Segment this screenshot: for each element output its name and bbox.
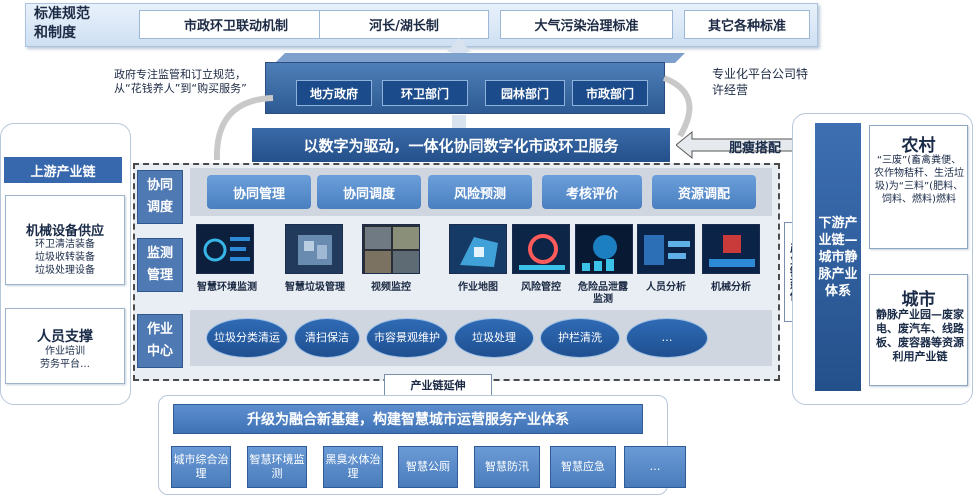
standard-item-3[interactable]: 大气污染治理标准 xyxy=(500,10,673,39)
btn-emergency[interactable]: 智慧应急 xyxy=(550,446,616,488)
personnel-items: 作业培训 劳务平台… xyxy=(5,345,125,371)
op-treatment[interactable]: 垃圾处理 xyxy=(454,318,534,358)
gov-left-note: 政府专注监管和订立规范，从“花钱养人”到“购买服务” xyxy=(114,68,247,95)
arrow-up-icon xyxy=(447,38,471,52)
row-label-monitoring: 监测 管理 xyxy=(137,238,183,292)
rural-text: “三废”(畜禽粪便、农作物秸秆、生活垃圾)为“三料”(肥料、饲料、燃料)燃料 xyxy=(874,155,964,205)
btn-coop-dispatch[interactable]: 协同调度 xyxy=(317,175,421,209)
btn-city-governance[interactable]: 城市综合治理 xyxy=(171,446,231,488)
arrow-up-shaft-2 xyxy=(452,115,466,128)
btn-coop-manage[interactable]: 协同管理 xyxy=(207,175,311,209)
op-sorting[interactable]: 垃圾分类清运 xyxy=(206,318,288,358)
thumb-label: 机械分析 xyxy=(711,282,751,293)
chain-bottom-label: 产业链延伸 xyxy=(384,374,492,396)
rural-title: 农村 xyxy=(901,136,936,156)
row-label-operation: 作业 中心 xyxy=(137,314,183,368)
thumb-label: 智慧垃圾管理 xyxy=(285,282,345,293)
op-landscape[interactable]: 市容景观维护 xyxy=(366,318,448,358)
machinery-box xyxy=(5,195,125,285)
upstream-title: 上游产业链 xyxy=(4,157,122,183)
thumb-label: 人员分析 xyxy=(646,282,686,293)
row-label-coordination: 协同 调度 xyxy=(137,170,183,224)
btn-resource[interactable]: 资源调配 xyxy=(652,175,756,209)
gov-landscape[interactable]: 园林部门 xyxy=(485,80,565,106)
btn-assessment[interactable]: 考核评价 xyxy=(542,175,642,209)
btn-flood[interactable]: 智慧防汛 xyxy=(474,446,540,488)
gov-right-note: 专业化平台公司特许经营 xyxy=(712,67,809,97)
btn-env-monitoring[interactable]: 智慧环境监测 xyxy=(247,446,307,488)
thumb-label: 视频监控 xyxy=(371,282,411,293)
thumb-risk[interactable] xyxy=(512,224,570,274)
btn-more[interactable]: … xyxy=(624,446,686,488)
thumb-label: 风险管控 xyxy=(521,282,561,293)
rural-box xyxy=(869,125,968,249)
op-more[interactable]: … xyxy=(626,318,708,358)
standard-item-4[interactable]: 其它各种标准 xyxy=(684,10,810,39)
machinery-title: 机械设备供应 xyxy=(25,224,104,239)
btn-smart-toilet[interactable]: 智慧公厕 xyxy=(398,446,458,488)
curve-arrow-right-icon xyxy=(662,75,693,138)
machinery-items: 环卫清洁装备 垃圾收转装备 垃圾处理设备 xyxy=(5,238,125,277)
downstream-title: 下游产业链—城市静脉产业体系 xyxy=(815,123,861,391)
standard-item-2[interactable]: 河长/湖长制 xyxy=(319,10,489,39)
gov-municipal[interactable]: 市政部门 xyxy=(572,80,648,106)
feishou-label: 肥瘦搭配 xyxy=(728,140,781,156)
bottom-title: 升级为融合新基建，构建智慧城市运营服务产业体系 xyxy=(173,404,643,434)
gov-local[interactable]: 地方政府 xyxy=(296,80,372,106)
city-text: 静脉产业园—废家电、废汽车、线路板、废容器等资源利用产业链 xyxy=(876,308,964,363)
machinery-item: 环卫清洁装备 xyxy=(35,239,95,250)
thumb-env-monitor[interactable] xyxy=(196,224,254,274)
thumb-personnel[interactable] xyxy=(637,224,695,274)
personnel-item: 作业培训 xyxy=(45,346,85,357)
machinery-item: 垃圾处理设备 xyxy=(35,265,95,276)
main-banner: 以数字为驱动，一体化协同数字化市政环卫服务 xyxy=(252,128,670,162)
thumb-label: 智慧环境监测 xyxy=(197,282,257,293)
personnel-title: 人员支撑 xyxy=(37,329,93,345)
curve-arrow-left-icon xyxy=(213,95,274,161)
thumb-hazard[interactable] xyxy=(575,224,633,274)
thumb-garbage[interactable] xyxy=(285,224,343,274)
thumb-video[interactable] xyxy=(362,224,420,274)
city-title: 城市 xyxy=(901,290,936,310)
thumb-machinery[interactable] xyxy=(702,224,760,274)
op-cleaning[interactable]: 清扫保洁 xyxy=(294,318,360,358)
machinery-item: 垃圾收转装备 xyxy=(35,252,95,263)
thumb-label: 作业地图 xyxy=(458,282,498,293)
thumb-map[interactable] xyxy=(449,224,507,274)
city-box xyxy=(869,274,968,386)
gov-sanitation[interactable]: 环卫部门 xyxy=(382,80,468,106)
btn-water-treatment[interactable]: 黑臭水体治理 xyxy=(323,446,383,488)
thumb-label: 危险品泄露监测 xyxy=(578,282,628,305)
personnel-item: 劳务平台… xyxy=(40,359,90,370)
btn-risk-predict[interactable]: 风险预测 xyxy=(428,175,532,209)
standard-item-1[interactable]: 市政环卫联动机制 xyxy=(139,10,333,39)
standards-title: 标准规范 和制度 xyxy=(34,6,90,41)
op-railing[interactable]: 护栏清洗 xyxy=(540,318,620,358)
personnel-box xyxy=(5,308,125,384)
